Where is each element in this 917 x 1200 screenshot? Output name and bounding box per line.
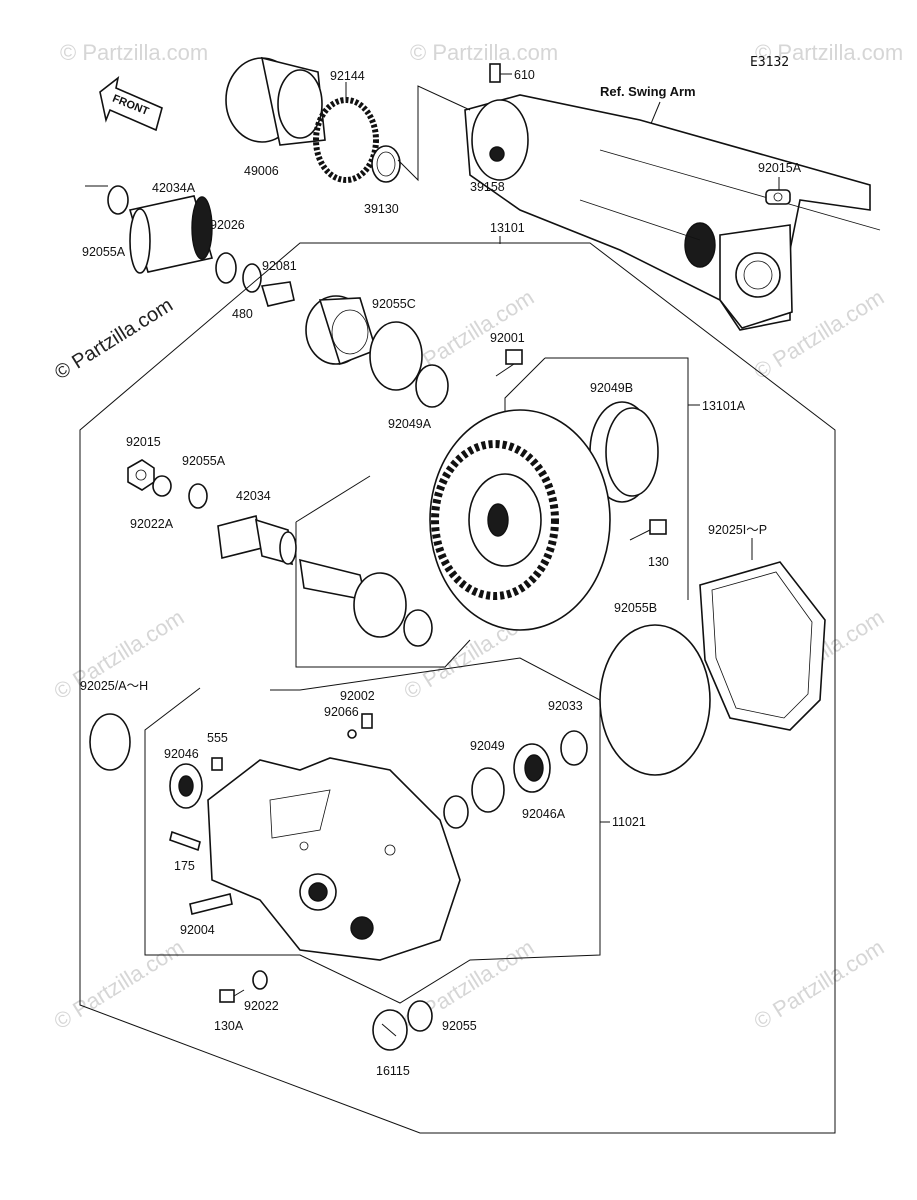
stud-92004-icon xyxy=(189,893,233,915)
boot-49006-icon xyxy=(225,56,326,146)
collar-icon xyxy=(443,795,469,829)
stud-92002-icon xyxy=(361,713,373,729)
bolt-130A-icon xyxy=(219,989,245,1003)
watermark-main: © Partzilla.com xyxy=(51,294,177,384)
part-label-13101A: 13101A xyxy=(702,399,746,413)
part-label-13101: 13101 xyxy=(490,221,525,235)
part-label-92025A-H: 92025/A～H xyxy=(80,679,148,693)
final-gear-case-icon xyxy=(207,757,461,961)
part-label-92066: 92066 xyxy=(324,705,359,719)
bolt-130-icon xyxy=(629,519,667,541)
seal-92049A-icon xyxy=(415,364,449,408)
part-label-92049A: 92049A xyxy=(388,417,432,431)
part-label-92033: 92033 xyxy=(548,699,583,713)
part-label-92022: 92022 xyxy=(244,999,279,1013)
part-label-16115: 16115 xyxy=(376,1064,410,1078)
part-label-92055A-top: 92055A xyxy=(82,245,126,259)
o-ring-92055-icon xyxy=(407,1000,433,1032)
part-label-175: 175 xyxy=(174,859,195,873)
part-label-130A: 130A xyxy=(214,1019,244,1033)
pin-610-icon xyxy=(489,63,501,83)
part-label-92025I-P: 92025I～P xyxy=(708,523,767,537)
part-label-92022A: 92022A xyxy=(130,517,174,531)
front-arrow-icon: FRONT xyxy=(99,76,163,132)
stud-175-icon xyxy=(169,830,201,852)
gasket-92025I-P-icon xyxy=(699,561,826,731)
part-label-480: 480 xyxy=(232,307,253,321)
part-label-92015: 92015 xyxy=(126,435,161,449)
part-label-39130: 39130 xyxy=(364,202,399,216)
spring-92081-icon xyxy=(260,281,295,307)
bolt-92015A-icon xyxy=(765,189,791,205)
dowel-555-icon xyxy=(211,757,223,771)
swing-arm-ref-label: Ref. Swing Arm xyxy=(600,84,696,99)
ring-39130-icon xyxy=(371,145,401,183)
bearing-92046-icon xyxy=(169,763,203,809)
part-label-92055: 92055 xyxy=(442,1019,477,1033)
bearing-housing-92055C-icon xyxy=(305,295,377,366)
part-label-92055C: 92055C xyxy=(372,297,416,311)
ring-gear-icon xyxy=(429,409,611,631)
watermark: © Partzilla.com xyxy=(60,40,208,65)
part-label-92055A-mid: 92055A xyxy=(182,454,226,468)
shaft-42034A-icon xyxy=(128,195,214,274)
diagram-code: E3132 xyxy=(750,55,789,70)
part-label-555: 555 xyxy=(207,731,228,745)
part-label-92049B: 92049B xyxy=(590,381,633,395)
o-ring-92055C-icon xyxy=(369,321,423,391)
pinion-gear-icon xyxy=(299,558,433,647)
circlip-480-icon xyxy=(242,263,262,293)
part-label-92046: 92046 xyxy=(164,747,199,761)
seal-92049B-icon xyxy=(589,401,659,503)
watermark: © Partzilla.com xyxy=(749,934,888,1034)
circlip-92033-icon xyxy=(560,730,588,766)
part-label-11021: 11021 xyxy=(612,815,646,829)
part-label-39158: 39158 xyxy=(470,180,505,194)
part-label-130: 130 xyxy=(648,555,669,569)
nut-92015-icon xyxy=(127,459,155,491)
o-ring-92055B-icon xyxy=(599,624,711,776)
o-ring-92055A-icon xyxy=(107,185,129,215)
washer-92026-icon xyxy=(215,252,237,284)
part-label-42034A: 42034A xyxy=(152,181,196,195)
part-label-92046A: 92046A xyxy=(522,807,566,821)
part-label-92049: 92049 xyxy=(470,739,505,753)
part-label-92004: 92004 xyxy=(180,923,215,937)
plug-92066-icon xyxy=(347,729,357,739)
part-label-92055B: 92055B xyxy=(614,601,657,615)
part-label-49006: 49006 xyxy=(244,164,279,178)
washer-92022A-icon xyxy=(152,475,172,497)
seal-92049-icon xyxy=(471,767,505,813)
cap-16115-icon xyxy=(372,1009,408,1051)
watermark: © Partzilla.com xyxy=(410,40,558,65)
washer-92022-icon xyxy=(252,970,268,990)
part-label-610: 610 xyxy=(514,68,535,82)
spring-ring-92144-icon xyxy=(313,97,379,183)
part-label-92015A: 92015A xyxy=(758,161,802,175)
part-label-42034: 42034 xyxy=(236,489,271,503)
part-label-92001: 92001 xyxy=(490,331,525,345)
part-label-92002: 92002 xyxy=(340,689,375,703)
part-label-92081: 92081 xyxy=(262,259,297,273)
bolt-92001-icon xyxy=(495,349,523,377)
bearing-92046A-icon xyxy=(513,743,551,793)
o-ring-92055A-mid-icon xyxy=(188,483,208,509)
watermark: © Partzilla.com xyxy=(755,40,903,65)
part-label-92144: 92144 xyxy=(330,69,365,83)
shaft-42034-icon xyxy=(217,515,297,566)
shim-92025A-H-icon xyxy=(89,713,131,771)
swing-arm-icon xyxy=(464,94,881,331)
part-label-92026: 92026 xyxy=(210,218,245,232)
